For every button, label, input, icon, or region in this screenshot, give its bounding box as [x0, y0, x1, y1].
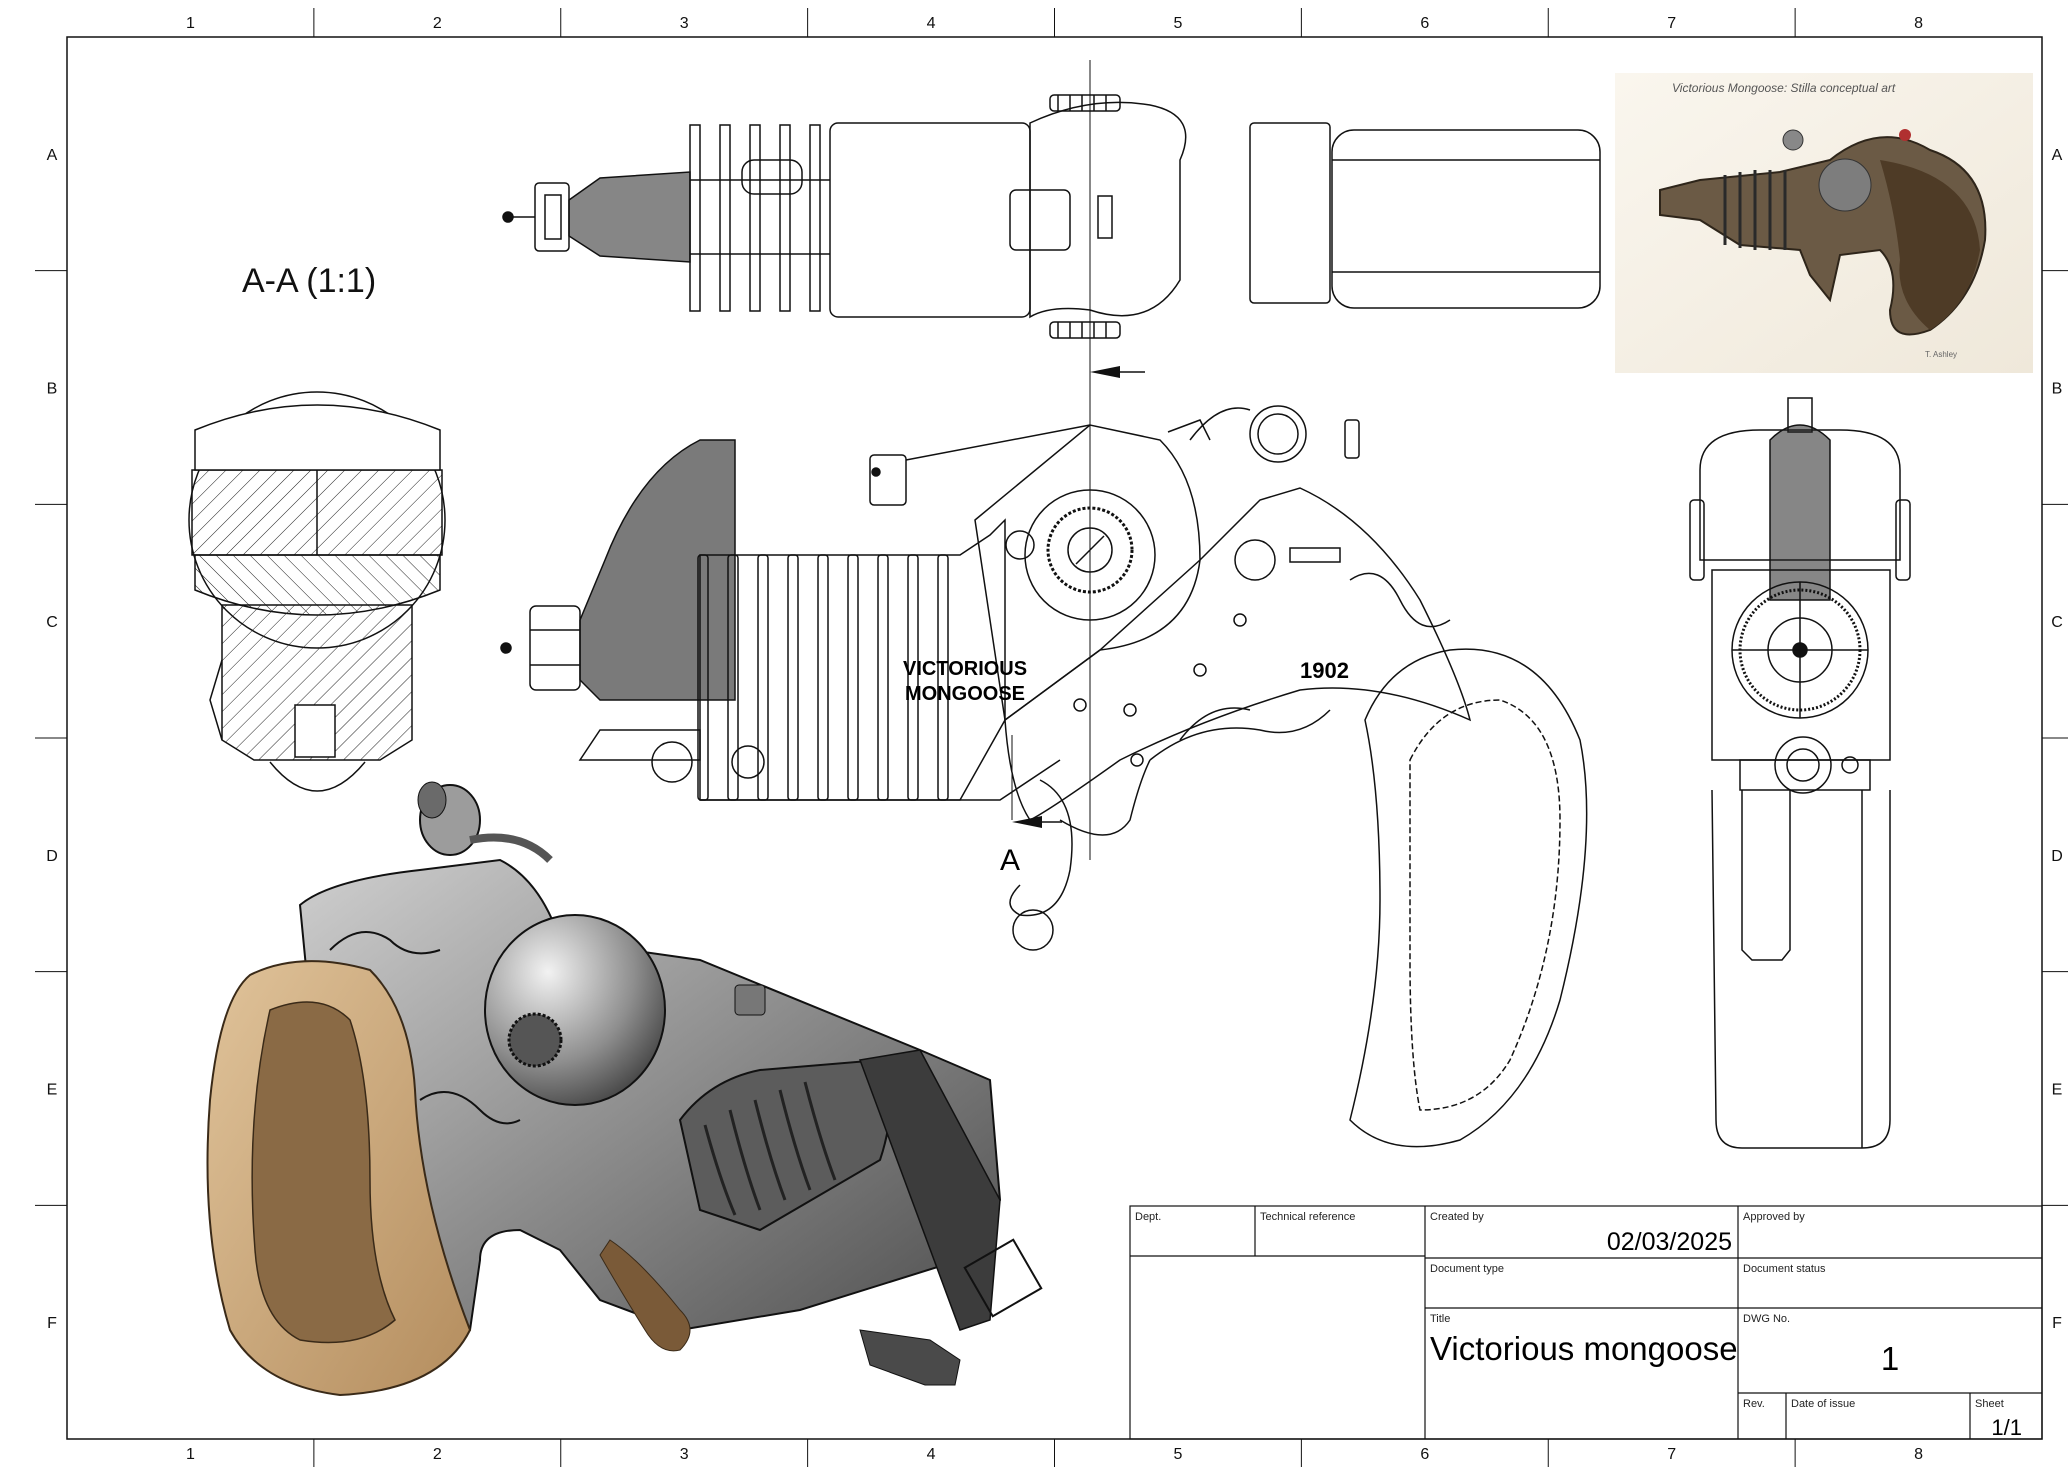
reference-image-caption: Victorious Mongoose: Stilla conceptual a… [1672, 81, 1896, 95]
column-ref-8-top: 8 [1914, 15, 1923, 32]
reference-image: Victorious Mongoose: Stilla conceptual a… [1615, 73, 2033, 373]
column-ref-4-bottom: 4 [927, 1446, 936, 1463]
column-ref-7-bottom: 7 [1667, 1446, 1676, 1463]
dept-label: Dept. [1135, 1211, 1161, 1223]
column-ref-7-top: 7 [1667, 15, 1676, 32]
engraving-line-2: MONGOOSE [905, 683, 1025, 705]
created-date: 02/03/2025 [1607, 1228, 1732, 1256]
column-ref-1-bottom: 1 [186, 1446, 195, 1463]
row-ref-A-right: A [2052, 147, 2063, 164]
row-ref-B-left: B [47, 381, 58, 398]
front-view [1689, 397, 1911, 1149]
section-view-a-a [188, 391, 446, 792]
side-view-text: VICTORIOUS MONGOOSE 1902 A [903, 658, 1349, 877]
row-ref-E-left: E [47, 1082, 58, 1099]
row-ref-C-left: C [46, 614, 58, 631]
row-ref-F-right: F [2052, 1315, 2062, 1332]
column-ref-3-bottom: 3 [680, 1446, 689, 1463]
dwg-no-label: DWG No. [1743, 1313, 1790, 1325]
title-block [1129, 1205, 2043, 1440]
dwg-no-value: 1 [1881, 1340, 1899, 1377]
column-ref-4-top: 4 [927, 15, 936, 32]
row-ref-B-right: B [2052, 381, 2063, 398]
reference-image-signature: T. Ashley [1925, 350, 1957, 359]
sheet-label: Sheet [1975, 1398, 2004, 1410]
column-divider-ticks [313, 8, 1796, 1467]
top-view [502, 60, 1601, 860]
row-divider-ticks [35, 270, 2068, 1206]
column-ref-8-bottom: 8 [1914, 1446, 1923, 1463]
sheet-frame [35, 8, 2068, 1467]
column-ref-3-top: 3 [680, 15, 689, 32]
document-status-label: Document status [1743, 1263, 1826, 1275]
row-ref-F-left: F [47, 1315, 57, 1332]
row-ref-E-right: E [2052, 1082, 2063, 1099]
approved-by-label: Approved by [1743, 1211, 1805, 1223]
section-view-label: A-A (1:1) [242, 262, 376, 300]
document-type-label: Document type [1430, 1263, 1504, 1275]
column-ref-6-bottom: 6 [1420, 1446, 1429, 1463]
row-ref-D-left: D [46, 848, 58, 865]
column-ref-6-top: 6 [1420, 15, 1429, 32]
column-ref-2-top: 2 [433, 15, 442, 32]
column-ref-2-bottom: 2 [433, 1446, 442, 1463]
section-marker-label: A [1000, 844, 1020, 877]
row-ref-C-right: C [2051, 614, 2063, 631]
side-view [500, 405, 1588, 1148]
created-by-label: Created by [1430, 1211, 1484, 1223]
date-of-issue-label: Date of issue [1791, 1398, 1855, 1410]
column-ref-5-top: 5 [1173, 15, 1182, 32]
title-block-text: Dept. Technical reference Created by 02/… [1135, 1211, 2022, 1440]
column-ref-5-bottom: 5 [1173, 1446, 1182, 1463]
drawing-title: Victorious mongoose [1430, 1330, 1738, 1367]
rev-label: Rev. [1743, 1398, 1765, 1410]
column-ref-1-top: 1 [186, 15, 195, 32]
title-label: Title [1430, 1313, 1450, 1325]
sheet-value: 1/1 [1991, 1415, 2022, 1440]
row-ref-D-right: D [2051, 848, 2063, 865]
engraving-line-1: VICTORIOUS [903, 658, 1027, 680]
technical-reference-label: Technical reference [1260, 1211, 1355, 1223]
isometric-render [206, 781, 1043, 1397]
row-ref-A-left: A [47, 147, 58, 164]
engraving-year: 1902 [1300, 658, 1349, 683]
